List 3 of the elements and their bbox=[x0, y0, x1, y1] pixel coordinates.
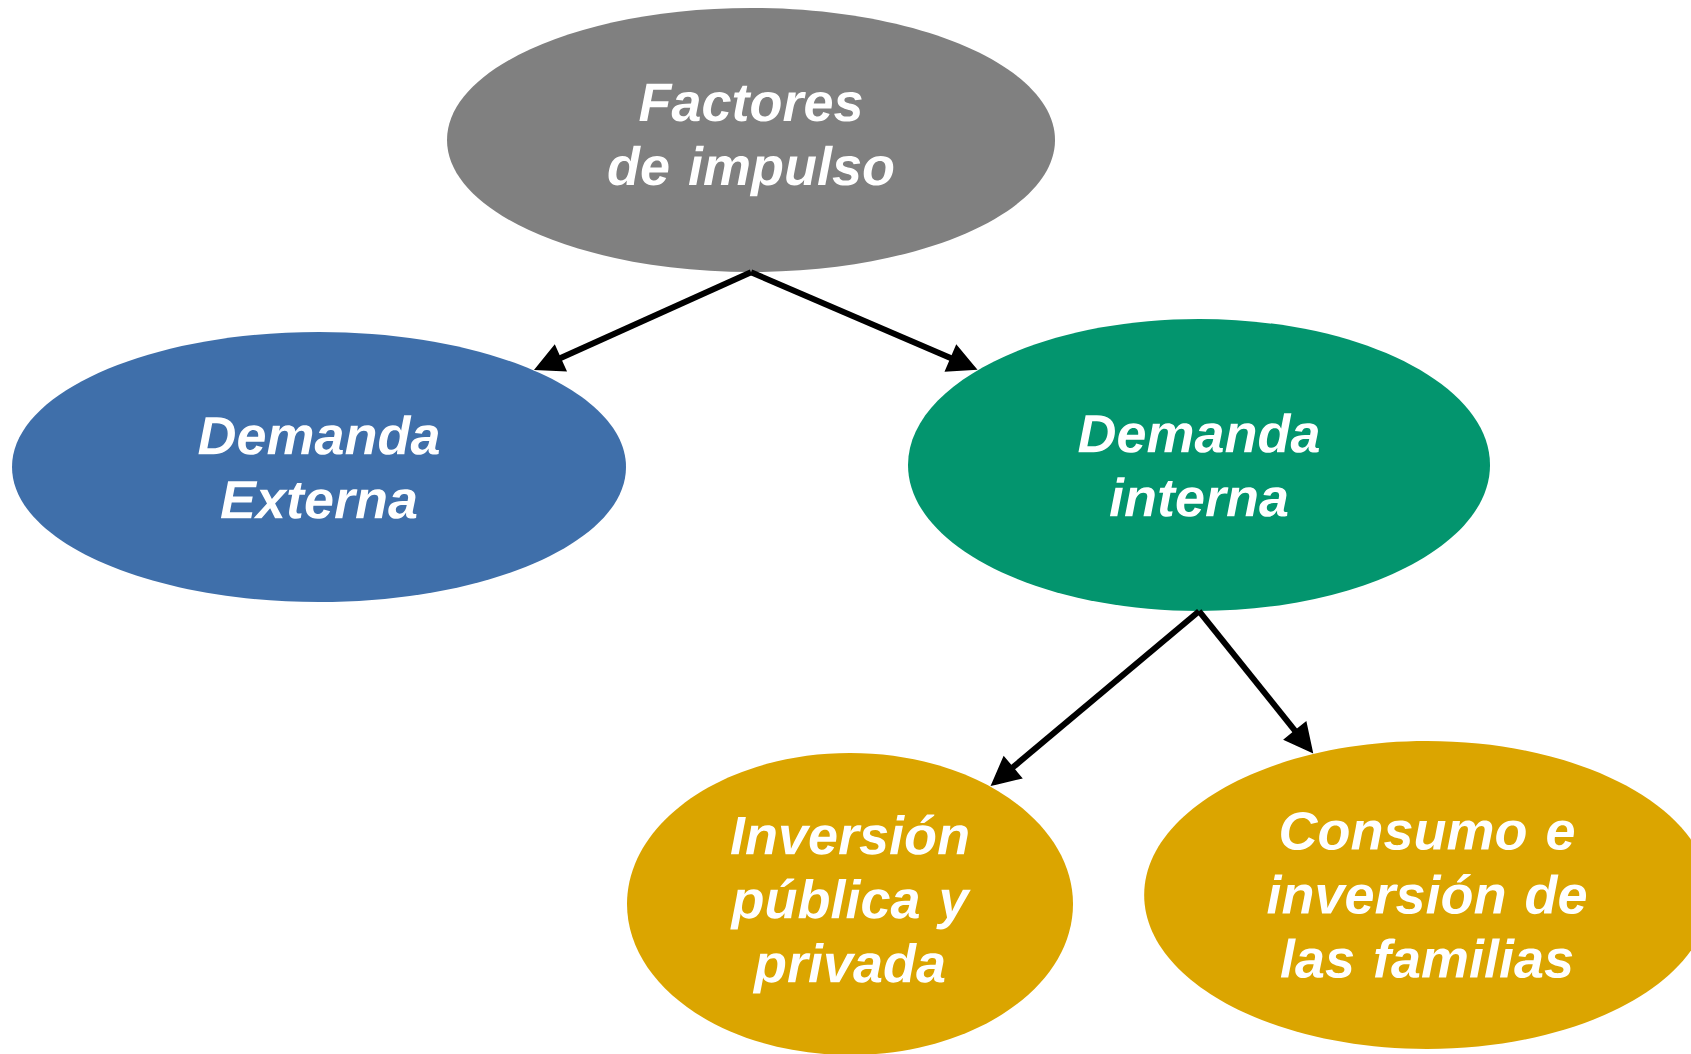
ellipse-node: Demanda Externa bbox=[12, 332, 626, 602]
ellipse-node: Factores de impulso bbox=[447, 8, 1055, 272]
ellipse-node: Demanda interna bbox=[908, 319, 1490, 611]
